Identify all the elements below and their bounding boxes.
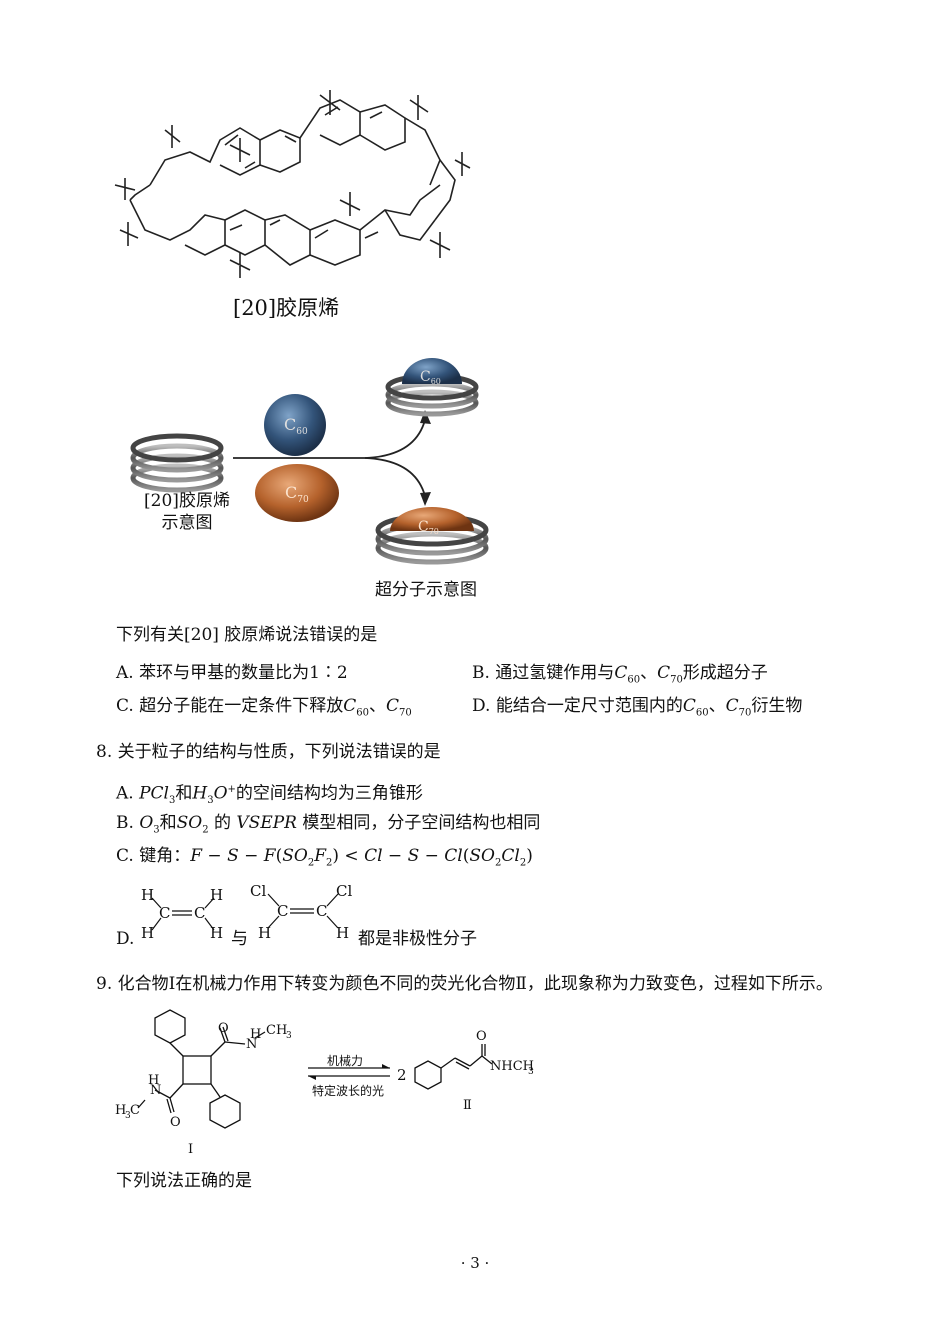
page-number: · 3 ·	[460, 1254, 490, 1272]
arrow-top-label: 机械力	[327, 1054, 364, 1068]
q7-stem: 下列有关[20] 胶原烯说法错误的是	[116, 625, 378, 645]
arrow-bottom-label: 特定波长的光	[312, 1084, 385, 1098]
svg-text:3: 3	[528, 1067, 534, 1077]
svg-text:C: C	[194, 904, 205, 922]
reaction-arrows	[233, 419, 426, 497]
svg-text:3: 3	[125, 1111, 131, 1121]
svg-text:H: H	[115, 1103, 126, 1118]
svg-text:C: C	[316, 902, 327, 920]
q8-option-a: A. PCl3和H3O+的空间结构均为三角锥形	[116, 783, 423, 807]
svg-text:N: N	[150, 1083, 161, 1098]
compound-I-label: Ⅰ	[188, 1142, 194, 1157]
svg-text:C: C	[277, 902, 288, 920]
c60-complex-icon: C60	[385, 358, 479, 417]
ring-label: [20]胶原烯 示意图	[144, 491, 230, 533]
svg-text:Cl: Cl	[250, 882, 266, 900]
svg-text:O: O	[476, 1029, 487, 1044]
svg-text:H: H	[141, 924, 154, 942]
collarene-structure-figure	[114, 90, 471, 278]
c60-sphere	[264, 394, 326, 456]
svg-text:O: O	[218, 1021, 229, 1036]
q8-option-c: C. 键角：F − S − F(SO2F2) < Cl − S − Cl(SO2…	[116, 846, 533, 869]
svg-text:C: C	[159, 904, 170, 922]
supramolecular-caption: 超分子示意图	[375, 580, 477, 600]
svg-text:H: H	[141, 886, 154, 904]
q8-stem: 8. 关于粒子的结构与性质，下列说法错误的是	[96, 742, 441, 762]
svg-text:Cl: Cl	[336, 882, 352, 900]
q7-option-d: D. 能结合一定尺寸范围内的C60、C70衍生物	[472, 696, 803, 719]
c70-label: C70	[285, 483, 309, 505]
c60-label: C60	[284, 415, 308, 437]
q7-option-a: A. 苯环与甲基的数量比为1∶2	[116, 663, 348, 683]
q8-option-d-label: D.	[116, 929, 135, 949]
svg-text:H: H	[250, 1027, 261, 1042]
svg-text:N: N	[246, 1037, 257, 1052]
c70-complex-icon: C70	[375, 507, 489, 565]
collarene-caption: [20]胶原烯	[233, 296, 340, 320]
q9-prompt: 下列说法正确的是	[116, 1171, 252, 1191]
svg-text:3: 3	[286, 1031, 292, 1041]
svg-text:O: O	[170, 1115, 181, 1130]
q9-stem: 9. 化合物Ⅰ在机械力作用下转变为颜色不同的荧光化合物Ⅱ，此现象称为力致变色，过…	[96, 974, 833, 994]
svg-text:NHCH: NHCH	[490, 1059, 534, 1074]
product-coefficient: 2	[397, 1066, 407, 1084]
q7-option-b: B. 通过氢键作用与C60、C70形成超分子	[472, 663, 768, 686]
svg-text:H: H	[148, 1073, 159, 1088]
svg-text:C: C	[130, 1103, 140, 1118]
q7-option-c: C. 超分子能在一定条件下释放C60、C70	[116, 696, 412, 719]
dichloroethylene-structure: Cl Cl C C H H	[250, 882, 352, 942]
compound-II-label: Ⅱ	[463, 1098, 472, 1113]
svg-text:H: H	[336, 924, 349, 942]
q8-option-d-and: 与	[231, 929, 248, 949]
q8-option-d-text: 都是非极性分子	[358, 929, 477, 949]
supramolecular-schematic: C60 C70 C60 C70	[130, 358, 489, 565]
collarene-ring-icon	[130, 433, 224, 493]
q8-option-b: B. O3和SO2 的 VSEPR 模型相同，分子空间结构也相同	[116, 813, 541, 836]
svg-text:CH: CH	[266, 1023, 287, 1038]
svg-text:H: H	[210, 886, 223, 904]
svg-text:H: H	[258, 924, 271, 942]
c70-ellipsoid	[255, 464, 339, 522]
